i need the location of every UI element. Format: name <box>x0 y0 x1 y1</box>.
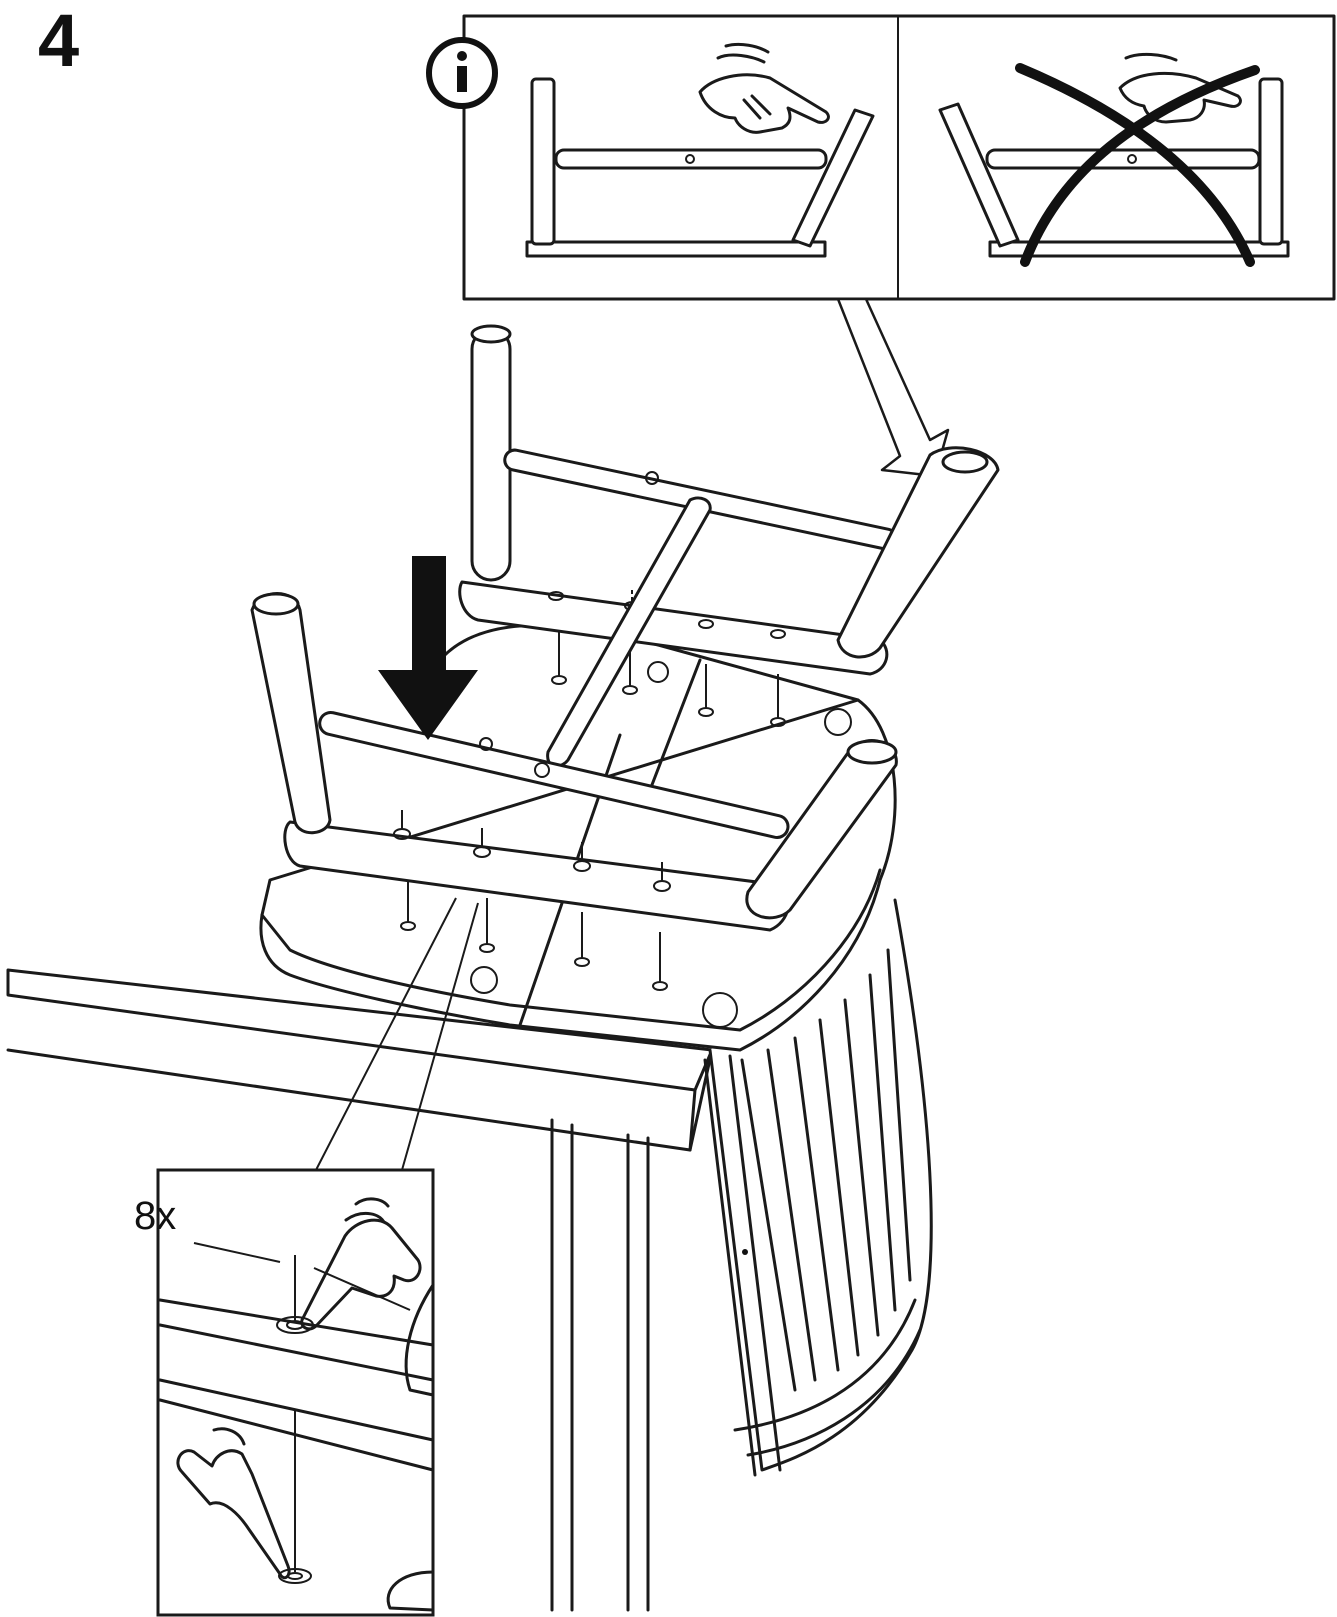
info-panel <box>426 14 1336 478</box>
detail-inset <box>156 1168 435 1617</box>
pointing-hand-icon-detail-bottom <box>176 1427 291 1580</box>
correct-orientation-panel <box>525 42 875 258</box>
rear-leg-assembly <box>458 324 1000 768</box>
main-illustration <box>6 324 1000 1612</box>
cross-mark-icon <box>1015 63 1260 267</box>
incorrect-orientation-panel <box>938 52 1290 267</box>
front-leg-assembly <box>250 592 898 932</box>
pointing-hand-icon <box>698 42 830 134</box>
detail-leader <box>315 897 479 1171</box>
screw-count-label: 8x <box>134 1194 177 1238</box>
pointing-hand-icon-detail-top <box>300 1197 422 1331</box>
down-arrow-icon <box>378 556 478 740</box>
pointing-hand-icon-incorrect <box>1118 52 1242 124</box>
chair-back <box>703 898 933 1477</box>
callout-pointer <box>836 297 950 478</box>
step-number: 4 <box>38 0 80 82</box>
info-icon <box>426 37 498 109</box>
